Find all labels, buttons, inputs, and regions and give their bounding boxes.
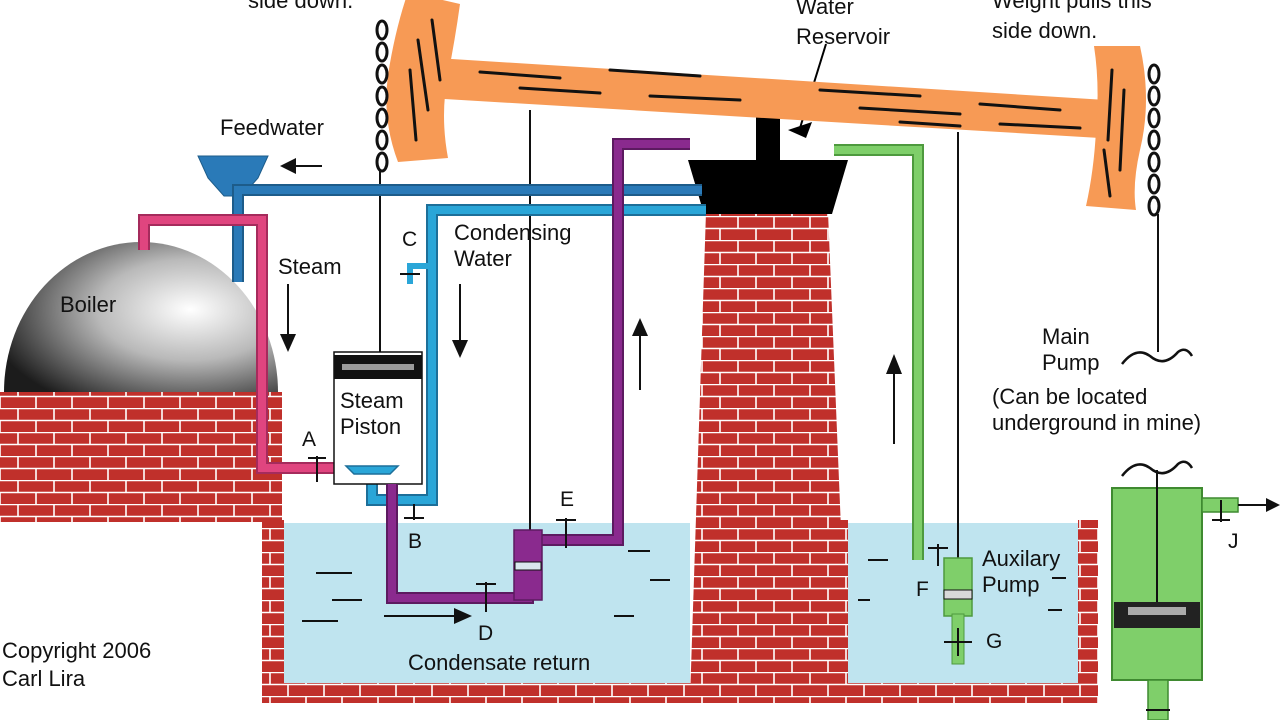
steam-piston-label-line2: Piston	[340, 414, 402, 439]
water-reservoir-tank	[688, 160, 848, 214]
auxiliary-pump-label-line2: Pump	[982, 572, 1040, 597]
main-pump-piston-shine	[1128, 607, 1186, 615]
valve-e-label: E	[560, 488, 575, 511]
valve-f-label: F	[916, 578, 929, 601]
steam-piston-head-shine	[342, 364, 414, 370]
copyright-line1: Copyright 2006	[2, 638, 152, 663]
left-chain	[375, 19, 389, 173]
beam-arch-right	[1086, 46, 1146, 210]
main-pump-label-line2: Pump	[1042, 350, 1100, 375]
tank-wall-right	[1078, 520, 1098, 703]
spray-nozzle	[344, 465, 400, 475]
right-chain	[1147, 63, 1161, 217]
water-reservoir-label-line1: Water	[796, 0, 854, 19]
main-pump-note-line1: (Can be located	[992, 384, 1148, 409]
auxiliary-pump-pipe-inner	[834, 146, 922, 560]
steam-piston-label-line1: Steam	[340, 388, 404, 413]
condensing-water-pipe-inner	[368, 206, 706, 504]
copyright-line2: Carl Lira	[2, 666, 86, 691]
valve-b-label: B	[408, 530, 423, 553]
tank-wall-left	[262, 520, 284, 703]
main-pump-outlet-arrowhead	[1266, 498, 1280, 512]
auxiliary-pump-pipe	[834, 144, 924, 560]
flow-arrows	[280, 158, 902, 624]
valve-c-label: C	[402, 228, 418, 251]
weight-note-line2: side down.	[992, 18, 1098, 43]
water-reservoir-label-line2: Reservoir	[796, 24, 891, 49]
wood-grain	[408, 18, 1126, 198]
main-pump-inlet	[1147, 679, 1169, 721]
main-pump-rod-top-break	[1121, 460, 1194, 477]
feedwater-pipe-inner	[234, 186, 702, 282]
boiler-dome	[4, 242, 278, 392]
valve-j-label: J	[1228, 530, 1239, 553]
condensing-water-label-line1: Condensing	[454, 220, 572, 245]
condensate-pump-piston	[514, 561, 542, 571]
auxiliary-pump-piston	[943, 589, 973, 600]
steam-pipe-inner	[140, 216, 334, 472]
main-pump-note-line2: underground in mine)	[992, 410, 1202, 435]
beam-note-left: side down.	[248, 0, 354, 13]
reservoir-pointer-arrowhead	[788, 122, 812, 138]
main-pump-label-line1: Main	[1042, 324, 1090, 349]
auxiliary-pump-label-line1: Auxilary	[982, 546, 1061, 571]
valve-d-label: D	[478, 622, 494, 645]
valve-g-label: G	[986, 630, 1003, 653]
tank-floor	[262, 683, 1098, 703]
condensate-return-label: Condensate return	[408, 650, 591, 675]
weight-note-line1: Weight pulls this	[992, 0, 1152, 13]
condensing-water-label-line2: Water	[454, 246, 512, 271]
steam-label: Steam	[278, 254, 342, 279]
rocking-beam	[428, 58, 1106, 138]
valve-a-label: A	[302, 428, 317, 451]
water-surface-marks	[302, 550, 1066, 622]
feedwater-label: Feedwater	[220, 115, 324, 140]
boiler-brick-base	[0, 392, 282, 522]
boiler-label: Boiler	[60, 292, 117, 317]
engine-house-tower	[690, 212, 848, 700]
valve-markers	[308, 456, 1230, 711]
auxiliary-pump-body	[943, 557, 973, 617]
main-pump-rod-break	[1121, 348, 1194, 365]
condensing-spout	[407, 263, 432, 284]
